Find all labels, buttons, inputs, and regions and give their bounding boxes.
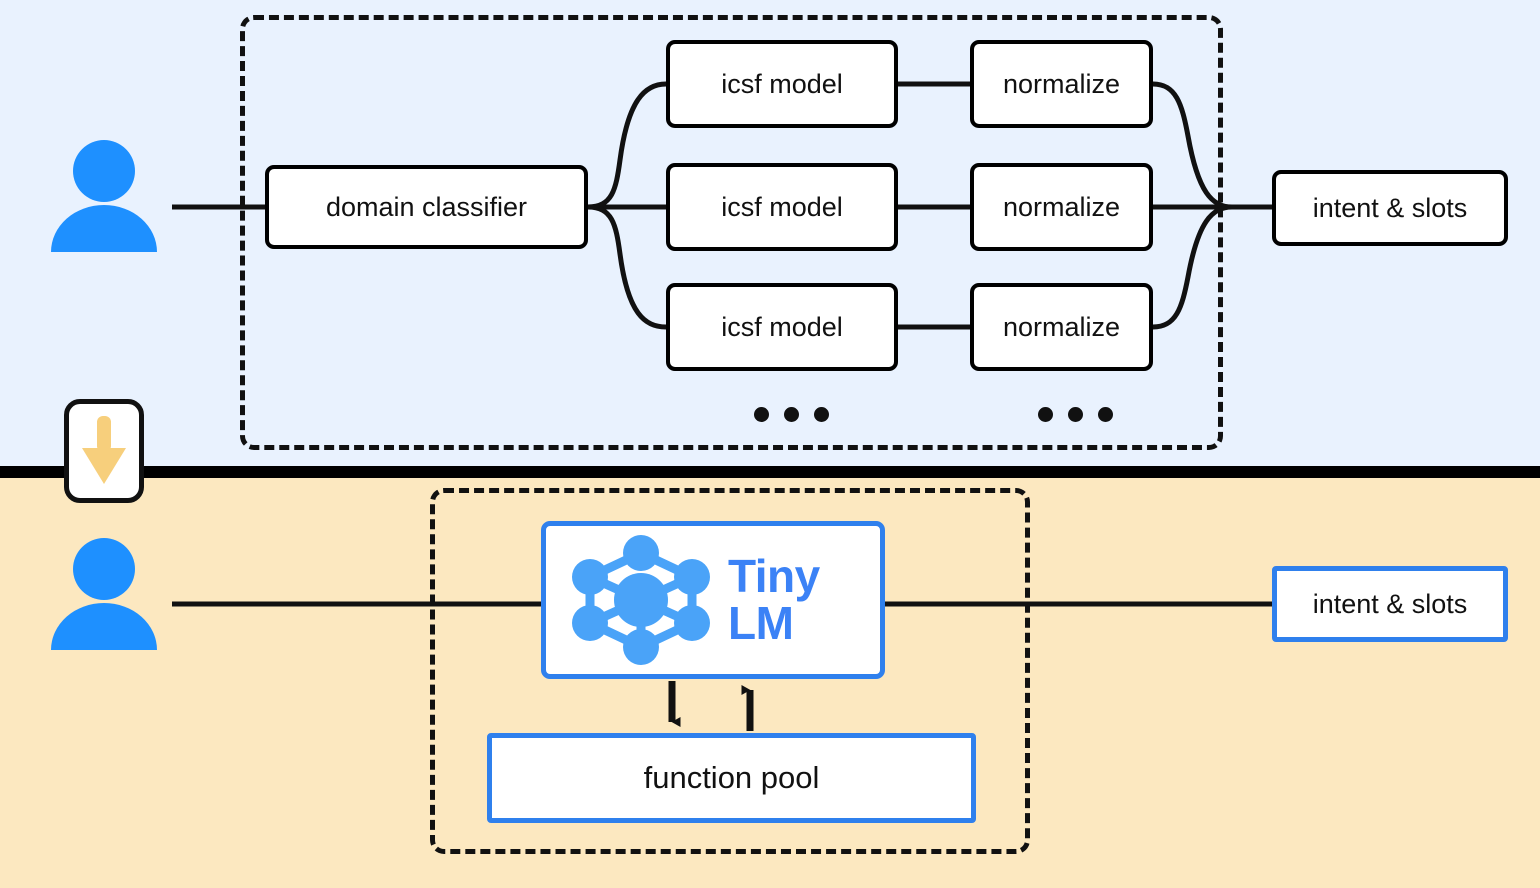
- dot-icon: [784, 407, 799, 422]
- dot-icon: [814, 407, 829, 422]
- panel-divider: [0, 466, 1540, 478]
- node-normalize-1[interactable]: normalize: [970, 40, 1153, 128]
- node-normalize-1-label: normalize: [1002, 68, 1121, 99]
- node-icsf-model-3[interactable]: icsf model: [666, 283, 898, 371]
- tiny-lm-card[interactable]: Tiny LM: [541, 521, 885, 679]
- node-icsf-model-2[interactable]: icsf model: [666, 163, 898, 251]
- node-normalize-3-label: normalize: [1002, 311, 1121, 342]
- node-normalize-2-label: normalize: [1002, 191, 1121, 222]
- node-domain-classifier-label: domain classifier: [325, 191, 528, 222]
- dot-icon: [1038, 407, 1053, 422]
- tiny-lm-wordmark: Tiny LM: [728, 550, 820, 649]
- down-arrow-icon: [82, 416, 126, 484]
- ellipsis-normalizers: [1038, 407, 1113, 422]
- ellipsis-icsf-models: [754, 407, 829, 422]
- node-normalize-2[interactable]: normalize: [970, 163, 1153, 251]
- node-intent-slots-top-label: intent & slots: [1312, 192, 1468, 223]
- dot-icon: [754, 407, 769, 422]
- node-intent-slots-bottom[interactable]: intent & slots: [1272, 566, 1508, 642]
- node-icsf-model-3-label: icsf model: [721, 311, 843, 342]
- node-domain-classifier[interactable]: domain classifier: [265, 165, 588, 249]
- dot-icon: [1098, 407, 1113, 422]
- node-icsf-model-1-label: icsf model: [721, 68, 843, 99]
- node-function-pool[interactable]: function pool: [487, 733, 976, 823]
- node-intent-slots-top[interactable]: intent & slots: [1272, 170, 1508, 246]
- dot-icon: [1068, 407, 1083, 422]
- tiny-lm-group: [430, 488, 1030, 854]
- node-icsf-model-2-label: icsf model: [721, 191, 843, 222]
- person-icon: [45, 536, 163, 659]
- transition-badge: [64, 399, 144, 503]
- node-function-pool-label: function pool: [643, 760, 820, 795]
- node-icsf-model-1[interactable]: icsf model: [666, 40, 898, 128]
- person-icon: [45, 138, 163, 261]
- node-normalize-3[interactable]: normalize: [970, 283, 1153, 371]
- node-intent-slots-bottom-label: intent & slots: [1312, 588, 1468, 619]
- neural-network-icon: [572, 535, 710, 665]
